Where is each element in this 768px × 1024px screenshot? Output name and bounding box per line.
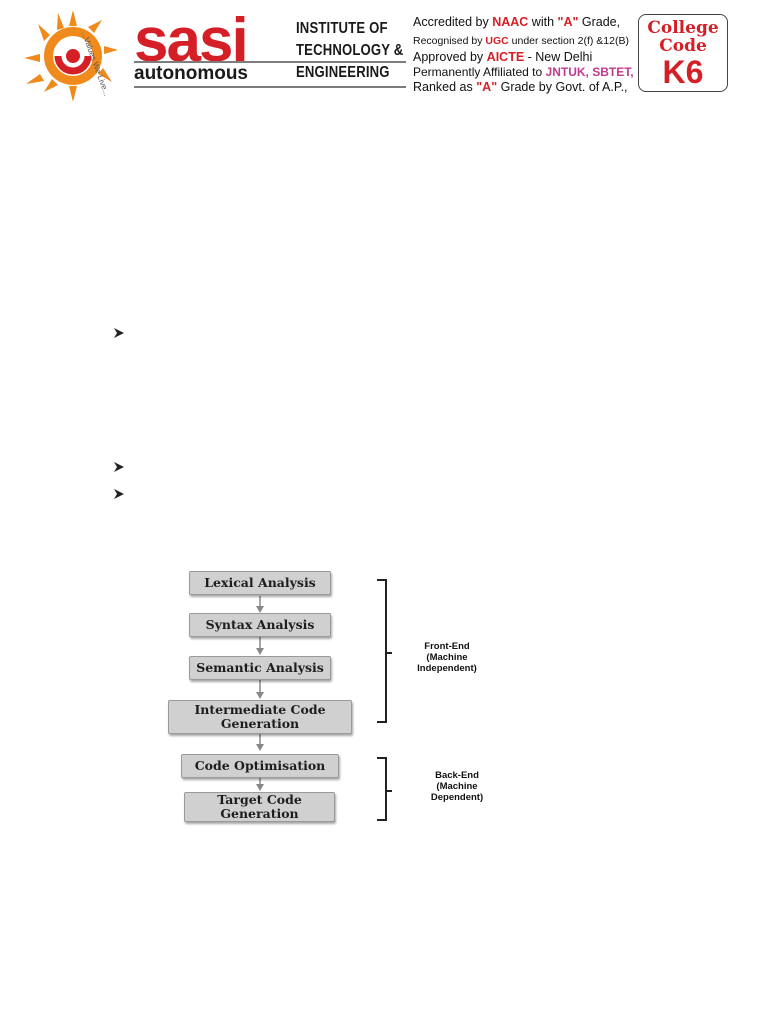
approval-line: Approved by AICTE - New Delhi bbox=[413, 50, 593, 64]
college-code-line-2: Code bbox=[659, 36, 707, 56]
recognition-line: Recognised by UGC under section 2(f) &12… bbox=[413, 35, 629, 47]
front-end-label-line: (Machine bbox=[426, 652, 468, 663]
stage-code-optimisation: Code Optimisation bbox=[181, 754, 339, 778]
flow-connectors bbox=[256, 596, 264, 791]
brand-subtitle: autonomous bbox=[134, 63, 248, 84]
arrow-bullet-icon bbox=[114, 462, 124, 472]
affiliation-line: Permanently Affiliated to JNTUK, SBTET, bbox=[413, 65, 634, 79]
back-end-label-line: (Machine bbox=[436, 781, 478, 792]
arrow-bullet-icon bbox=[114, 489, 124, 499]
header-divider-bottom bbox=[134, 86, 406, 88]
stage-semantic-analysis: Semantic Analysis bbox=[189, 656, 331, 680]
ranking-line: Ranked as "A" Grade by Govt. of A.P., bbox=[413, 80, 628, 94]
sun-logo-icon bbox=[24, 10, 118, 102]
accreditation-line: Accredited by NAAC with "A" Grade, bbox=[413, 15, 621, 29]
back-end-label-line: Dependent) bbox=[430, 792, 484, 803]
institute-name-line-2: TECHNOLOGY & bbox=[296, 42, 404, 59]
college-code-value: K6 bbox=[662, 54, 704, 90]
front-end-label-line: Front-End bbox=[424, 641, 470, 652]
stage-lexical-analysis: Lexical Analysis bbox=[189, 571, 331, 595]
front-end-label: Front-End (Machine Independent) bbox=[402, 641, 492, 674]
college-code-line-1: College bbox=[647, 18, 719, 38]
college-code-box: College Code K6 bbox=[638, 14, 728, 92]
stage-target-code-generation: Target Code Generation bbox=[184, 792, 335, 822]
back-end-bracket bbox=[377, 757, 392, 821]
institute-name-line-3: ENGINEERING bbox=[296, 64, 390, 81]
front-end-bracket bbox=[377, 579, 392, 723]
front-end-label-line: Independent) bbox=[417, 663, 477, 674]
back-end-label: Back-End (Machine Dependent) bbox=[412, 770, 502, 803]
back-end-label-line: Back-End bbox=[435, 770, 479, 781]
arrow-bullet-icon bbox=[114, 328, 124, 338]
stage-syntax-analysis: Syntax Analysis bbox=[189, 613, 331, 637]
stage-intermediate-code-generation: Intermediate Code Generation bbox=[168, 700, 352, 734]
institute-name-line-1: INSTITUTE OF bbox=[296, 20, 388, 37]
header-divider bbox=[134, 61, 406, 63]
